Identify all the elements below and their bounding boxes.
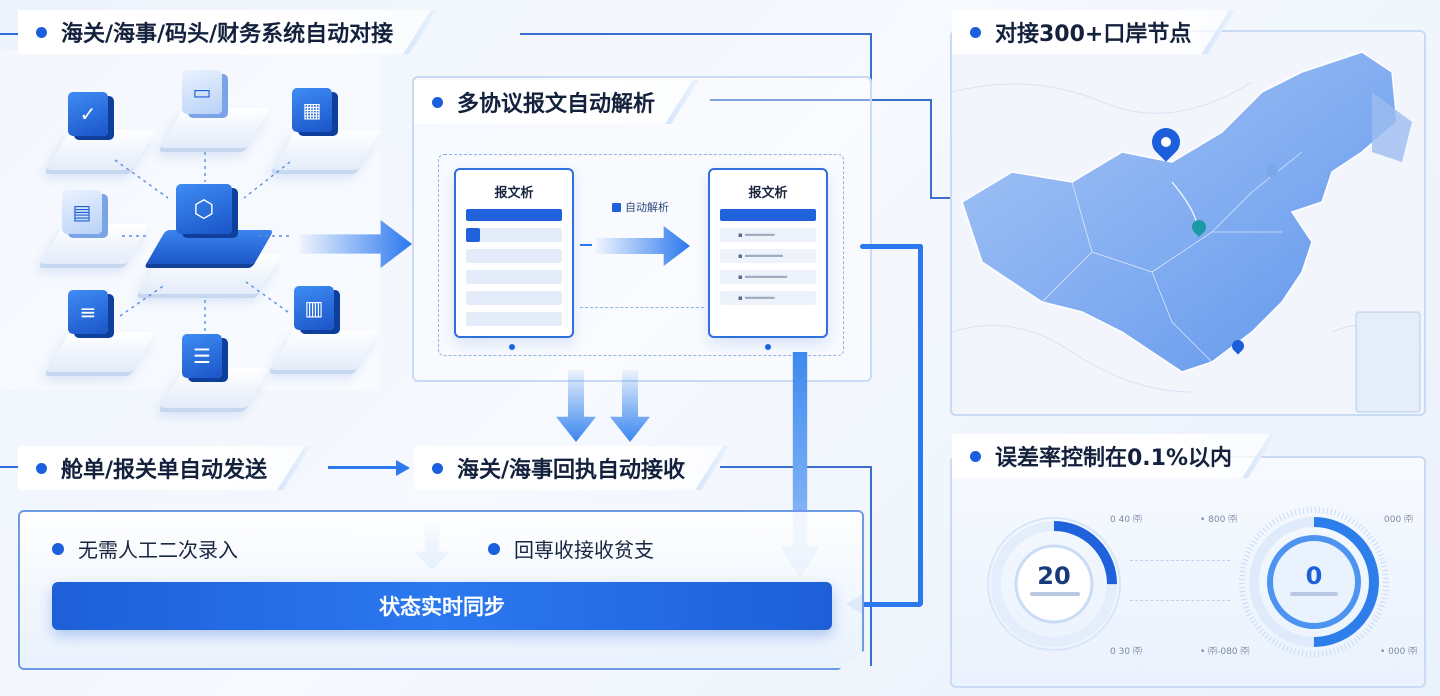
connector-line bbox=[0, 33, 22, 35]
nodes-panel bbox=[950, 30, 1426, 416]
gauge-2-value: 0 bbox=[1305, 562, 1323, 590]
nodes-label: 对接300+口岸节点 bbox=[995, 22, 1192, 47]
parsing-label: 多协议报文自动解析 bbox=[457, 92, 656, 117]
receipt-label: 海关/海事回执自动接收 bbox=[457, 458, 686, 483]
document-row bbox=[466, 270, 562, 284]
bullet-icon bbox=[432, 463, 443, 474]
terminal-icon: ▤ bbox=[62, 190, 102, 234]
gauge-2-bottom-left: • ㈜-080 ㈜ bbox=[1200, 647, 1250, 657]
parsing-tag: 多协议报文自动解析 bbox=[414, 80, 695, 124]
doc-dot bbox=[509, 344, 515, 350]
sync-button[interactable]: 状态实时同步 bbox=[52, 582, 832, 630]
database-icon: ▥ bbox=[294, 286, 334, 330]
dotted-divider bbox=[1130, 560, 1230, 561]
document-row: ▪ ══════════ bbox=[720, 270, 816, 284]
parse-icon bbox=[612, 202, 621, 212]
document-row bbox=[466, 249, 562, 263]
nodes-tag: 对接300+口岸节点 bbox=[952, 10, 1231, 54]
connector-line bbox=[520, 33, 872, 35]
server-icon: ☰ bbox=[182, 334, 222, 378]
document-row: ▪ ═══════ bbox=[720, 291, 816, 305]
document-title: 报文析 bbox=[494, 186, 534, 201]
monitor-icon: ▭ bbox=[182, 70, 222, 114]
receipt-tag: 海关/海事回执自动接收 bbox=[414, 446, 725, 490]
gauge-1-top-left: 0 40 ㈜ bbox=[1110, 515, 1142, 525]
auto-parse-caption: 自动解析 bbox=[612, 199, 669, 215]
gauge-2-bottom-right: • 000 ㈜ bbox=[1380, 647, 1418, 657]
document-header-bar bbox=[720, 209, 816, 221]
hub-connectors bbox=[114, 152, 291, 334]
bullet-icon bbox=[432, 97, 443, 108]
integration-label: 海关/海事/码头/财务系统自动对接 bbox=[61, 22, 394, 47]
gauge-2-top-right: 000 ㈜ bbox=[1384, 515, 1414, 525]
connector-line bbox=[870, 466, 872, 666]
bullet-icon bbox=[52, 542, 64, 555]
document-header-bar bbox=[466, 209, 562, 221]
connector-line bbox=[862, 602, 922, 607]
bullet-icon bbox=[970, 451, 981, 462]
bullet-icon bbox=[36, 27, 47, 38]
bullet-icon bbox=[488, 542, 500, 555]
source-document: 报文析 bbox=[454, 168, 574, 338]
small-arrow bbox=[580, 244, 592, 246]
gauge-1 bbox=[987, 517, 1121, 651]
document-row bbox=[466, 228, 562, 242]
error-rate-tag: 误差率控制在0.1%以内 bbox=[952, 434, 1272, 478]
gauge-2 bbox=[1239, 507, 1389, 657]
connector-line bbox=[0, 466, 22, 468]
sending-label: 舱单/报关单自动发送 bbox=[61, 458, 268, 483]
sending-tag: 舱单/报关单自动发送 bbox=[18, 446, 307, 490]
connector-line bbox=[930, 197, 952, 199]
integration-tag: 海关/海事/码头/财务系统自动对接 bbox=[18, 10, 433, 54]
gauge-1-bottom-left: 0 30 ㈜ bbox=[1110, 647, 1142, 657]
document-title: 报文析 bbox=[748, 186, 788, 201]
connector-line bbox=[860, 244, 922, 249]
document-row: ▪ ═══════ bbox=[720, 228, 816, 242]
gauge-1-value: 20 bbox=[1037, 562, 1071, 590]
gauge-1-sublabel bbox=[1030, 592, 1080, 596]
arrow-head bbox=[396, 460, 410, 476]
doc-dot bbox=[765, 344, 771, 350]
hub-shield-icon: ⬡ bbox=[176, 184, 232, 234]
document-icon: ≡ bbox=[68, 290, 108, 334]
auto-parse-label: 自动解析 bbox=[625, 201, 669, 214]
parsing-dashed-box bbox=[438, 154, 844, 356]
sync-button-label: 状态实时同步 bbox=[379, 595, 505, 619]
connector-line bbox=[918, 244, 923, 606]
feature-receipt-status: 回専收接收贫支 bbox=[488, 534, 654, 563]
building-icon: ▦ bbox=[292, 88, 332, 132]
connector-line bbox=[930, 99, 932, 199]
dotted-link bbox=[580, 307, 704, 308]
document-row: ▪ ═════════ bbox=[720, 249, 816, 263]
china-map bbox=[952, 51, 1423, 413]
document-row bbox=[466, 312, 562, 326]
gauge-1-top-right: • 800 ㈜ bbox=[1200, 515, 1238, 525]
gauge-2-sublabel bbox=[1290, 592, 1338, 596]
bullet-icon bbox=[970, 27, 981, 38]
connector-line bbox=[328, 466, 398, 469]
document-shield-icon: ✓ bbox=[68, 92, 108, 136]
connector-line bbox=[870, 33, 872, 99]
dotted-divider bbox=[1130, 600, 1230, 601]
connector-line bbox=[710, 99, 932, 101]
feature-no-manual-label: 无需人工二次录入 bbox=[78, 538, 238, 562]
bullet-icon bbox=[36, 463, 47, 474]
document-row bbox=[466, 291, 562, 305]
feature-no-manual: 无需人工二次录入 bbox=[52, 534, 238, 563]
error-rate-label: 误差率控制在0.1%以内 bbox=[995, 446, 1233, 471]
feature-receipt-status-label: 回専收接收贫支 bbox=[514, 538, 654, 562]
parsed-document: 报文析 ▪ ═══════ ▪ ═════════ ▪ ══════════ ▪… bbox=[708, 168, 828, 338]
